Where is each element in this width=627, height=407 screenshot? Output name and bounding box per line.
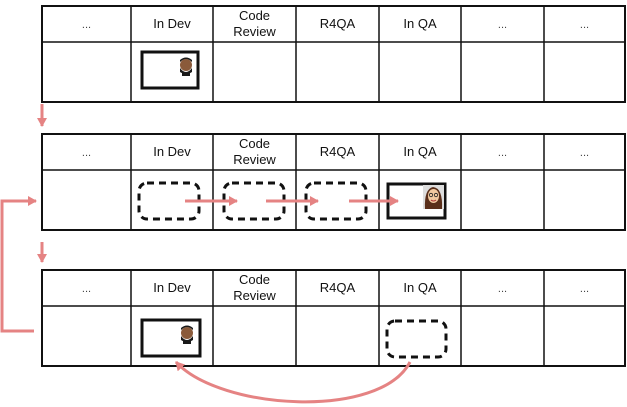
empty-slot: [385, 319, 448, 359]
arrows-layer: [0, 104, 412, 404]
column-header-label: ...: [580, 283, 589, 295]
column-header-label: In Dev: [153, 16, 191, 31]
column-header-label: In Dev: [153, 280, 191, 295]
column-header-label: ...: [498, 283, 507, 295]
developer-avatar-icon: [177, 324, 197, 344]
developer-avatar-icon: [176, 56, 196, 76]
board-frame: [41, 269, 626, 367]
column-header-label: In Dev: [153, 144, 191, 159]
column-header-label: ...: [580, 19, 589, 31]
column-header-label: In QA: [403, 280, 437, 295]
column-header-label: R4QA: [320, 16, 356, 31]
column-header-label: R4QA: [320, 144, 356, 159]
column-header-label: In QA: [403, 16, 437, 31]
column-header-label: In QA: [403, 144, 437, 159]
column-header-label: ...: [498, 147, 507, 159]
tester-avatar-icon: [423, 185, 444, 209]
board-frame: [41, 5, 626, 103]
column-header-label: ...: [82, 283, 91, 295]
column-header-label: ...: [498, 19, 507, 31]
column-header-label: ...: [82, 19, 91, 31]
return-arrow: [174, 360, 412, 404]
board-frame: [41, 133, 626, 231]
column-header-label: ...: [82, 147, 91, 159]
column-header-label: ...: [580, 147, 589, 159]
column-header-label: R4QA: [320, 280, 356, 295]
loop-back-arrow: [0, 196, 37, 333]
